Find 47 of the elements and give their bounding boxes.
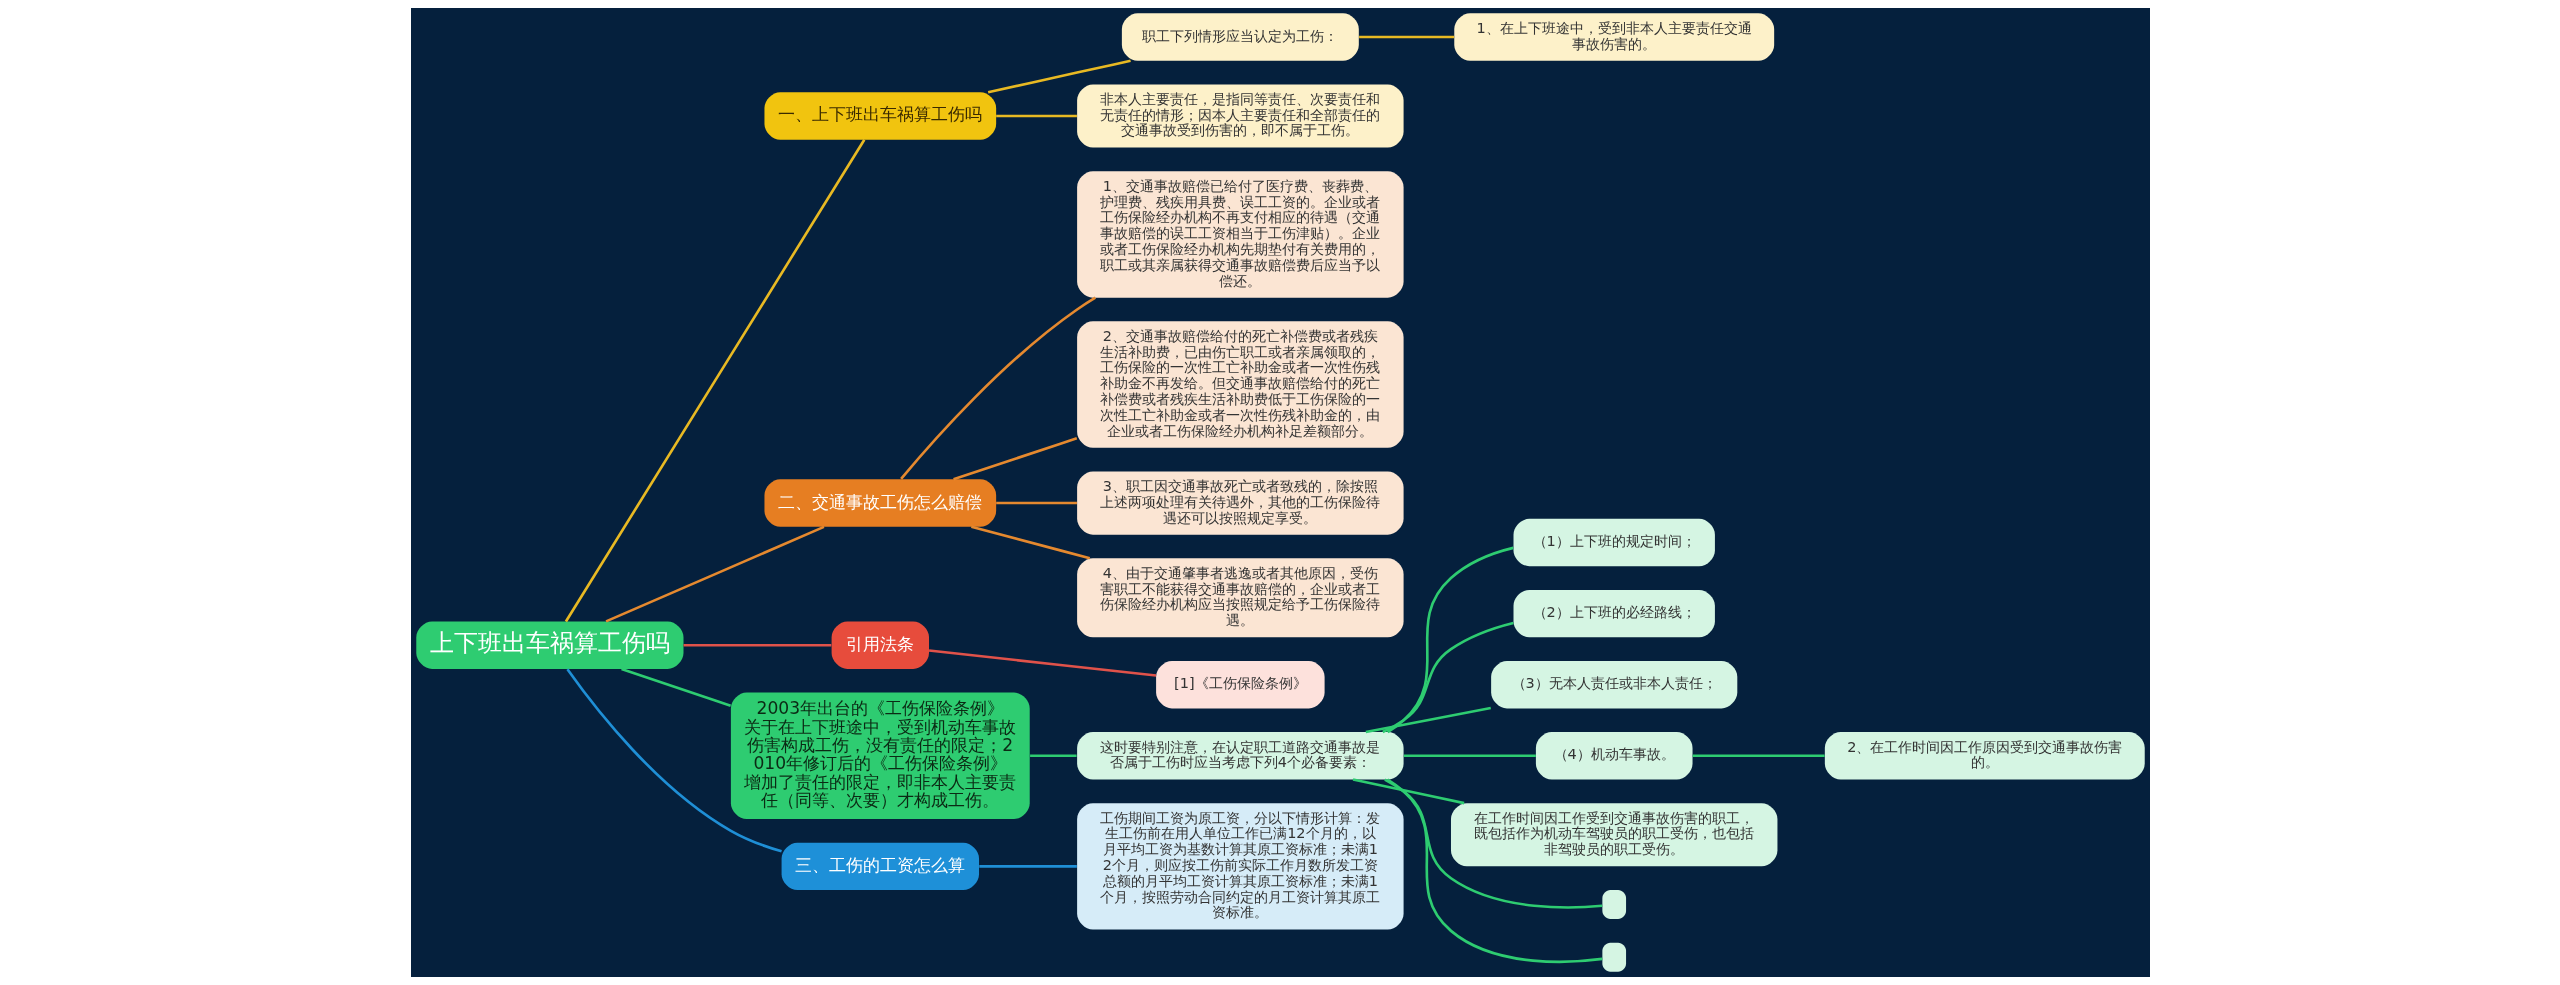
node-box: 职工下列情形应当认定为工伤： bbox=[1121, 13, 1359, 61]
connector bbox=[605, 525, 824, 623]
connector bbox=[995, 501, 1077, 505]
connector bbox=[899, 296, 1096, 480]
connector bbox=[1381, 621, 1514, 734]
node-box: 2、在工作时间因工作原因受到交通事故伤害的。 bbox=[1824, 732, 2145, 780]
connector bbox=[1403, 754, 1536, 758]
connector bbox=[1692, 754, 1825, 758]
connector bbox=[928, 649, 1156, 677]
connector bbox=[952, 437, 1077, 481]
node-box bbox=[1601, 890, 1626, 919]
connector bbox=[1029, 754, 1077, 758]
node-box: 这时要特别注意，在认定职工道路交通事故是否属于工伤时应当考虑下列4个必备要素： bbox=[1076, 732, 1404, 780]
node-box: 在工作时间因工作受到交通事故伤害的职工，既包括作为机动车驾驶员的职工受伤，也包括非驾驶员的职工受伤。 bbox=[1450, 803, 1777, 867]
connector bbox=[1358, 35, 1454, 39]
node-box: [1]《工伤保险条例》 bbox=[1155, 661, 1325, 709]
connector bbox=[1386, 546, 1514, 734]
connector bbox=[620, 667, 731, 707]
node-box: 引用法条 bbox=[831, 621, 929, 669]
node-box: 一、上下班出车祸算工伤吗 bbox=[763, 92, 996, 140]
node-box: 二、交通事故工伤怎么赔偿 bbox=[763, 479, 996, 527]
connector bbox=[564, 139, 865, 623]
node-box: 上下班出车祸算工伤吗 bbox=[415, 621, 683, 669]
connector bbox=[995, 114, 1077, 118]
node-box: 4、由于交通肇事者逃逸或者其他原因，受伤害职工不能获得交通事故赔偿的，企业或者工伤保险经办机构应当按照规定给予工伤保险待遇。 bbox=[1076, 558, 1404, 638]
connector bbox=[1352, 778, 1464, 805]
node-box: 三、工伤的工资怎么算 bbox=[781, 842, 979, 891]
connector bbox=[978, 865, 1077, 868]
node-box: （3）无本人责任或非本人责任； bbox=[1490, 661, 1737, 709]
node-box: （1）上下班的规定时间； bbox=[1513, 518, 1715, 567]
connector bbox=[1386, 778, 1602, 964]
connector bbox=[1365, 706, 1491, 734]
node-box: 1、在上下班途中，受到非本人主要责任交通事故伤害的。 bbox=[1453, 13, 1774, 61]
node-box: 2、交通事故赔偿给付的死亡补偿费或者残疾生活补助费，已由伤亡职工或者亲属领取的，工伤保险的一次性工亡补助金或者一次性伤残补助金不再发给。但交通事故赔偿给付的死亡补偿费或者残疾生活补助费低于工伤保险的一次性工亡补助金或者一次性伤残补助金的，由企业或者工伤保险经办机构补足差额部分。 bbox=[1076, 321, 1404, 448]
connector bbox=[1383, 778, 1602, 909]
connector bbox=[565, 668, 782, 853]
connector bbox=[987, 59, 1131, 94]
node-box: 3、职工因交通事故死亡或者致残的，除按照上述两项处理有关待遇外，其他的工伤保险待遇还可以按照规定享受。 bbox=[1076, 471, 1404, 535]
node-box: （2）上下班的必经路线； bbox=[1513, 589, 1715, 638]
connector bbox=[970, 525, 1090, 560]
node-box: 非本人主要责任，是指同等责任、次要责任和无责任的情形；因本人主要责任和全部责任的交通事故受到伤害的，即不属于工伤。 bbox=[1076, 84, 1404, 148]
node-box: 2003年出台的《工伤保险条例》关于在上下班途中，受到机动车事故伤害构成工伤，没有责任的限定；2010年修订后的《工伤保险条例》增加了责任的限定，即非本人主要责任（同等、次要）才构成工伤。 bbox=[730, 692, 1030, 819]
node-box: 工伤期间工资为原工资，分以下情形计算：发生工伤前在用人单位工作已满12个月的，以月平均工资为基数计算其原工资标准；未满12个月，则应按工伤前实际工作月数所发工资总额的月平均工资计算其原工资标准；未满1个月，按照劳动合同约定的月工资计算其原工资标准。 bbox=[1076, 803, 1404, 930]
connector bbox=[683, 643, 831, 647]
node-box: 1、交通事故赔偿已给付了医疗费、丧葬费、护理费、残疾用具费、误工工资的。企业或者工伤保险经办机构不再支付相应的待遇（交通事故赔偿的误工工资相当于工伤津贴）。企业或者工伤保险经办机构先期垫付有关费用的，职工或其亲属获得交通事故赔偿费后应当予以偿还。 bbox=[1076, 171, 1404, 298]
node-box bbox=[1601, 942, 1626, 972]
node-box: （4）机动车事故。 bbox=[1535, 732, 1693, 780]
